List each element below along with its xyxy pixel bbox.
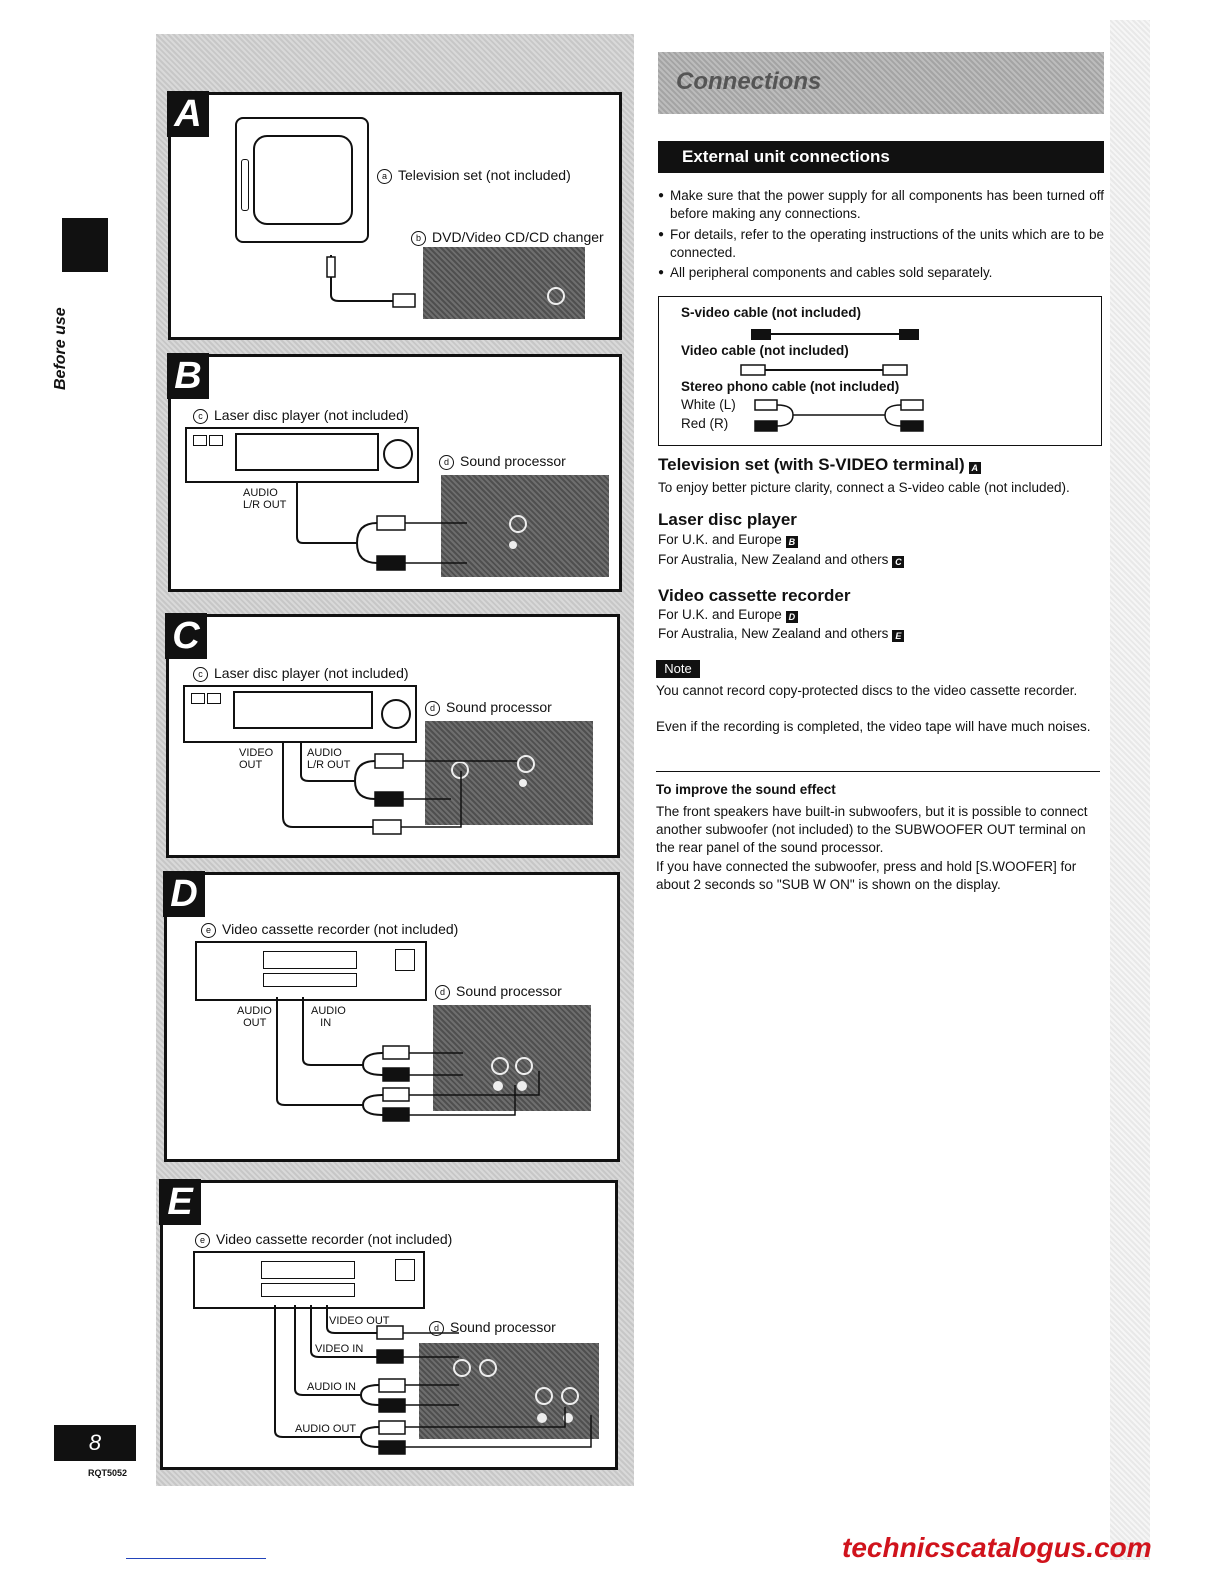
section-tab-block [62,218,108,272]
note-text-2: Even if the recording is completed, the … [656,719,1091,734]
scan-edge-shading [1110,20,1150,1560]
sound-processor-c [425,721,593,825]
cables-c [282,741,517,835]
sound-processor-e [419,1343,599,1439]
sound-processor-d [433,1005,591,1111]
note-text-1: You cannot record copy-protected discs t… [656,683,1078,698]
page-number: 8 [54,1425,136,1461]
bottom-rule [126,1558,266,1559]
video-out-label-e: VIDEO OUT [329,1315,390,1327]
section-label: Before use [52,307,69,390]
bullet-power-off: Make sure that the power supply for all … [658,187,1104,223]
audio-in-label-e: AUDIO IN [307,1381,356,1393]
sound-effect-text-1: The front speakers have built-in subwoof… [656,804,1088,855]
laser-disc-player-b [185,427,419,483]
video-out-label-c: VIDEO OUT [239,747,274,771]
vcr-d [195,941,427,1001]
video-cable-label: Video cable (not included) [681,343,849,358]
audio-out-label-b: AUDIO L/R OUT [243,487,287,511]
red-r-label: Red (R) [681,416,729,431]
audio-cable-b [296,481,467,571]
sound-effect-text-2: If you have connected the subwoofer, pre… [656,859,1077,892]
panel-letter-b: B [167,353,209,399]
stereo-cable-label: Stereo phono cable (not included) [681,379,900,394]
section-header-title: Connections [676,68,822,95]
vcr-section-title: Video cassette recorder [658,586,851,605]
panel-letter-e: E [159,1179,201,1225]
audio-in-label-d: AUDIO IN [311,1005,346,1029]
tv-illustration [235,117,369,243]
sound-effect-title: To improve the sound effect [656,782,836,797]
svideo-cable-label: S-video cable (not included) [681,305,862,320]
video-in-label-e: VIDEO IN [315,1343,364,1355]
cables-d [276,997,540,1122]
vcr-e [193,1251,425,1309]
note-badge: Note [656,660,700,678]
audio-out-label-e: AUDIO OUT [295,1423,357,1435]
bullet-sold-separately: All peripheral components and cables sol… [658,264,1104,282]
white-l-label: White (L) [681,397,736,412]
cable-legend-box: S-video cable (not included) Video cable… [658,296,1102,446]
laser-disc-player-c [183,685,417,743]
watermark-link[interactable]: technicscatalogus.com [842,1532,1152,1563]
panel-letter-d: D [163,871,205,917]
cables-e [274,1305,592,1455]
panel-letter-a: A [167,91,209,137]
sound-processor-b [441,475,609,577]
bullet-details: For details, refer to the operating inst… [658,226,1104,262]
document-code: RQT5052 [88,1468,128,1478]
panel-letter-c: C [165,613,207,659]
audio-out-label-c: AUDIO L/R OUT [307,747,351,771]
cable-icons [740,329,924,432]
svideo-cable-a [326,255,416,308]
audio-out-label-d: AUDIO OUT [237,1005,272,1029]
divider [656,771,1100,772]
external-connections-title: External unit connections [658,141,1104,173]
section-header-bar: Connections [658,52,1104,114]
tv-section-title: Television set (with S-VIDEO terminal)A [658,455,981,475]
laser-disc-section-title: Laser disc player [658,510,797,529]
tv-section-text: To enjoy better picture clarity, connect… [658,480,1070,495]
dvd-changer-panel [423,247,585,319]
